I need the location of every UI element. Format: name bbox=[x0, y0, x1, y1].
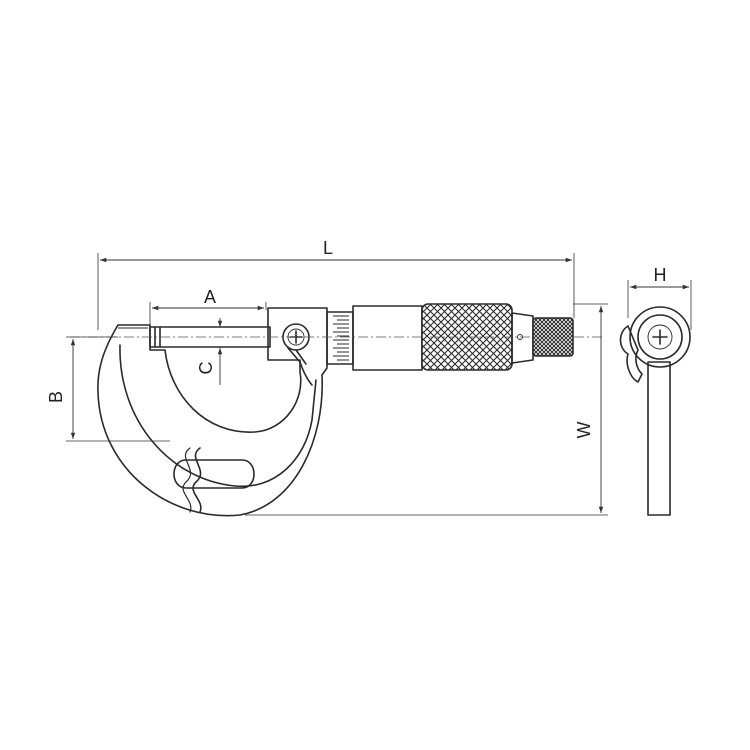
thimble bbox=[352, 305, 423, 371]
end-lock-lever bbox=[619, 325, 643, 383]
label-H: H bbox=[654, 265, 667, 285]
end-circle-outer bbox=[629, 306, 691, 368]
label-B: B bbox=[46, 391, 66, 403]
dimension-W: W bbox=[245, 303, 608, 516]
dimension-H: H bbox=[627, 265, 692, 330]
frame-inner-edge bbox=[119, 344, 317, 488]
dimension-B: B bbox=[46, 336, 170, 442]
dimension-A: A bbox=[149, 287, 267, 325]
label-W: W bbox=[574, 422, 594, 439]
label-A: A bbox=[204, 287, 216, 307]
micrometer-end-view bbox=[619, 306, 691, 516]
label-L: L bbox=[323, 238, 333, 258]
micrometer-side-view bbox=[97, 303, 574, 517]
ratchet-neck bbox=[511, 312, 534, 364]
frame-outline bbox=[97, 307, 328, 517]
break-line bbox=[192, 447, 202, 513]
end-frame-bar bbox=[647, 361, 671, 516]
lock-lever bbox=[287, 347, 313, 386]
frame-oval-hole bbox=[173, 459, 255, 489]
dimension-L: L bbox=[97, 238, 575, 330]
sleeve-scale bbox=[333, 315, 349, 361]
label-C: C bbox=[196, 362, 216, 375]
dimension-C: C bbox=[196, 318, 223, 385]
